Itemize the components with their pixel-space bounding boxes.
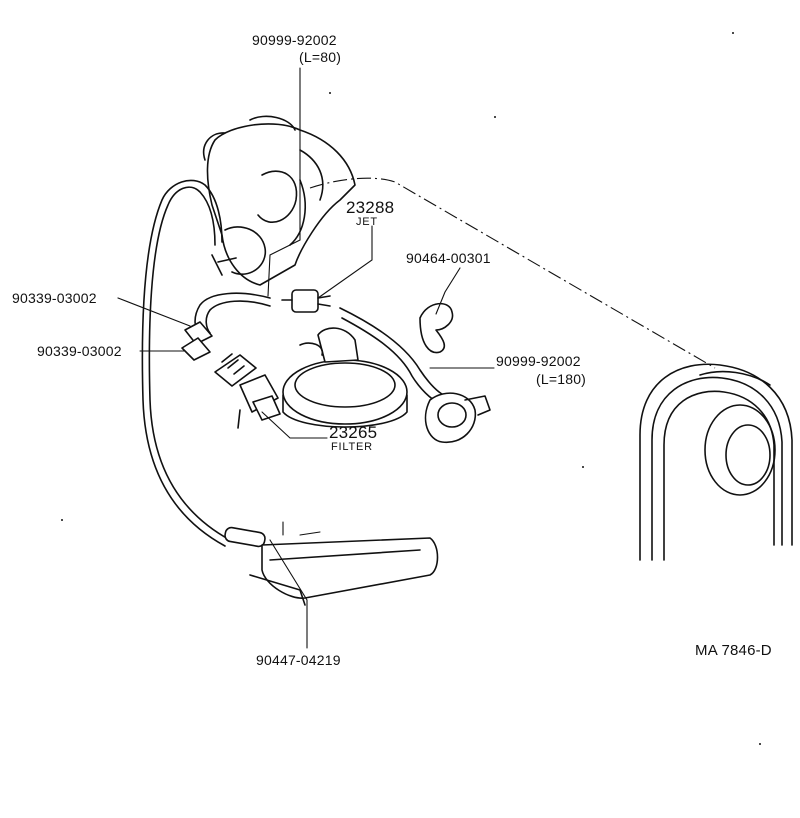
callout-jet-name: JET (356, 216, 378, 228)
leader-lines (117, 67, 716, 649)
callout-clamp-lower-part: 90339-03002 (37, 343, 122, 359)
callout-jet-part: 23288 (346, 198, 395, 217)
air-cleaner-body (282, 327, 408, 428)
vacuum-hose-left (141, 179, 266, 548)
callout-hose-top-length: (L=80) (299, 49, 342, 65)
callout-clip-right-part: 90464-00301 (406, 250, 491, 266)
vacuum-valve (424, 392, 491, 444)
callout-filter-part: 23265 (329, 423, 378, 442)
diagram-code: MA 7846-D (695, 642, 772, 659)
hose-clamps (181, 302, 454, 361)
bottom-pan (249, 521, 439, 606)
distributor-housing (203, 115, 356, 286)
callout-clamp-upper-part: 90339-03002 (12, 290, 97, 306)
callout-hose-right-length: (L=180) (536, 371, 587, 387)
scan-specks (61, 32, 761, 745)
filter-assembly (214, 353, 281, 429)
callout-hose-right-part: 90999-92002 (496, 353, 581, 369)
callout-clip-bottom-part: 90447-04219 (256, 652, 341, 668)
callout-hose-top-part: 90999-92002 (252, 32, 337, 48)
callout-filter-name: FILTER (331, 441, 373, 453)
pulley-belt (639, 363, 793, 561)
